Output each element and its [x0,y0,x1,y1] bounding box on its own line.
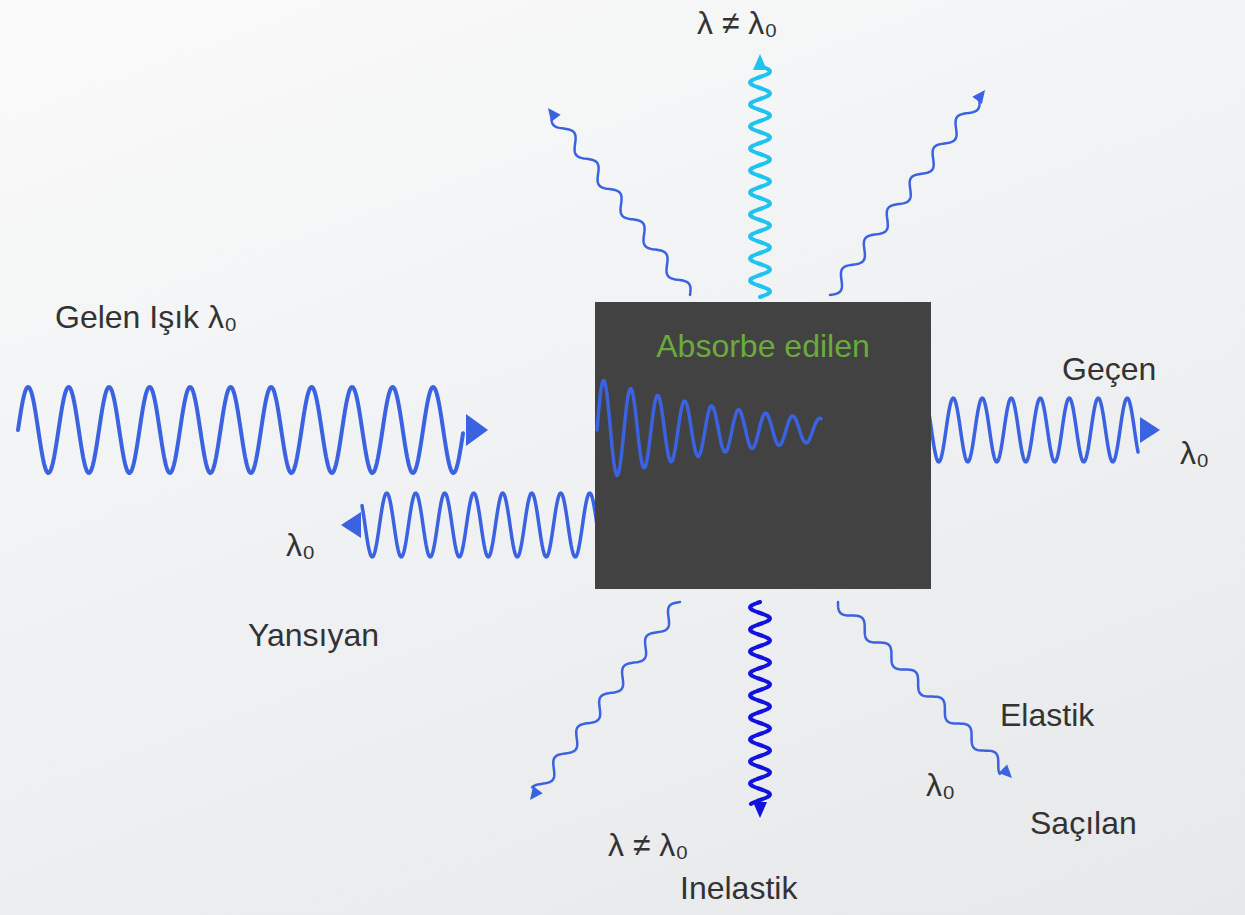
block-label: Absorbe edilen [595,302,931,364]
wavelength-label: λ ≠ λ₀ [697,6,778,41]
elastic-label: Elastik [1000,698,1094,733]
arrow-head [341,512,361,538]
incident-wave [18,387,463,473]
wavelength-label: λ ≠ λ₀ [608,828,689,863]
arrow-head [530,786,543,800]
scattered-wave [830,99,979,295]
arrow-head [753,54,767,70]
inelastic-label: Inelastik [680,871,797,906]
transmitted-wave [917,398,1138,462]
scattered-wave [750,68,770,297]
absorbed-wave [597,380,821,475]
reflected-wave [362,493,597,557]
arrow-head [972,90,985,104]
wavelength-label: λ₀ [286,528,315,563]
scattered-wave [552,120,691,295]
incident-label: Gelen Işık λ₀ [55,300,237,335]
wavelength-label: λ₀ [1180,436,1209,471]
arrow-head [999,765,1012,778]
scattered-label: Saçılan [1030,806,1137,841]
arrow-head [548,108,561,122]
arrow-head [466,414,488,446]
sample-block: Absorbe edilen [595,302,931,589]
transmitted-label: Geçen [1062,352,1156,387]
scattered-wave [532,602,680,787]
wavelength-label: λ₀ [926,768,955,803]
scattered-wave [750,602,770,804]
arrow-head [1140,417,1160,443]
reflected-label: Yansıyan [248,618,379,653]
scattered-wave [838,602,1000,774]
arrow-head [753,802,767,818]
